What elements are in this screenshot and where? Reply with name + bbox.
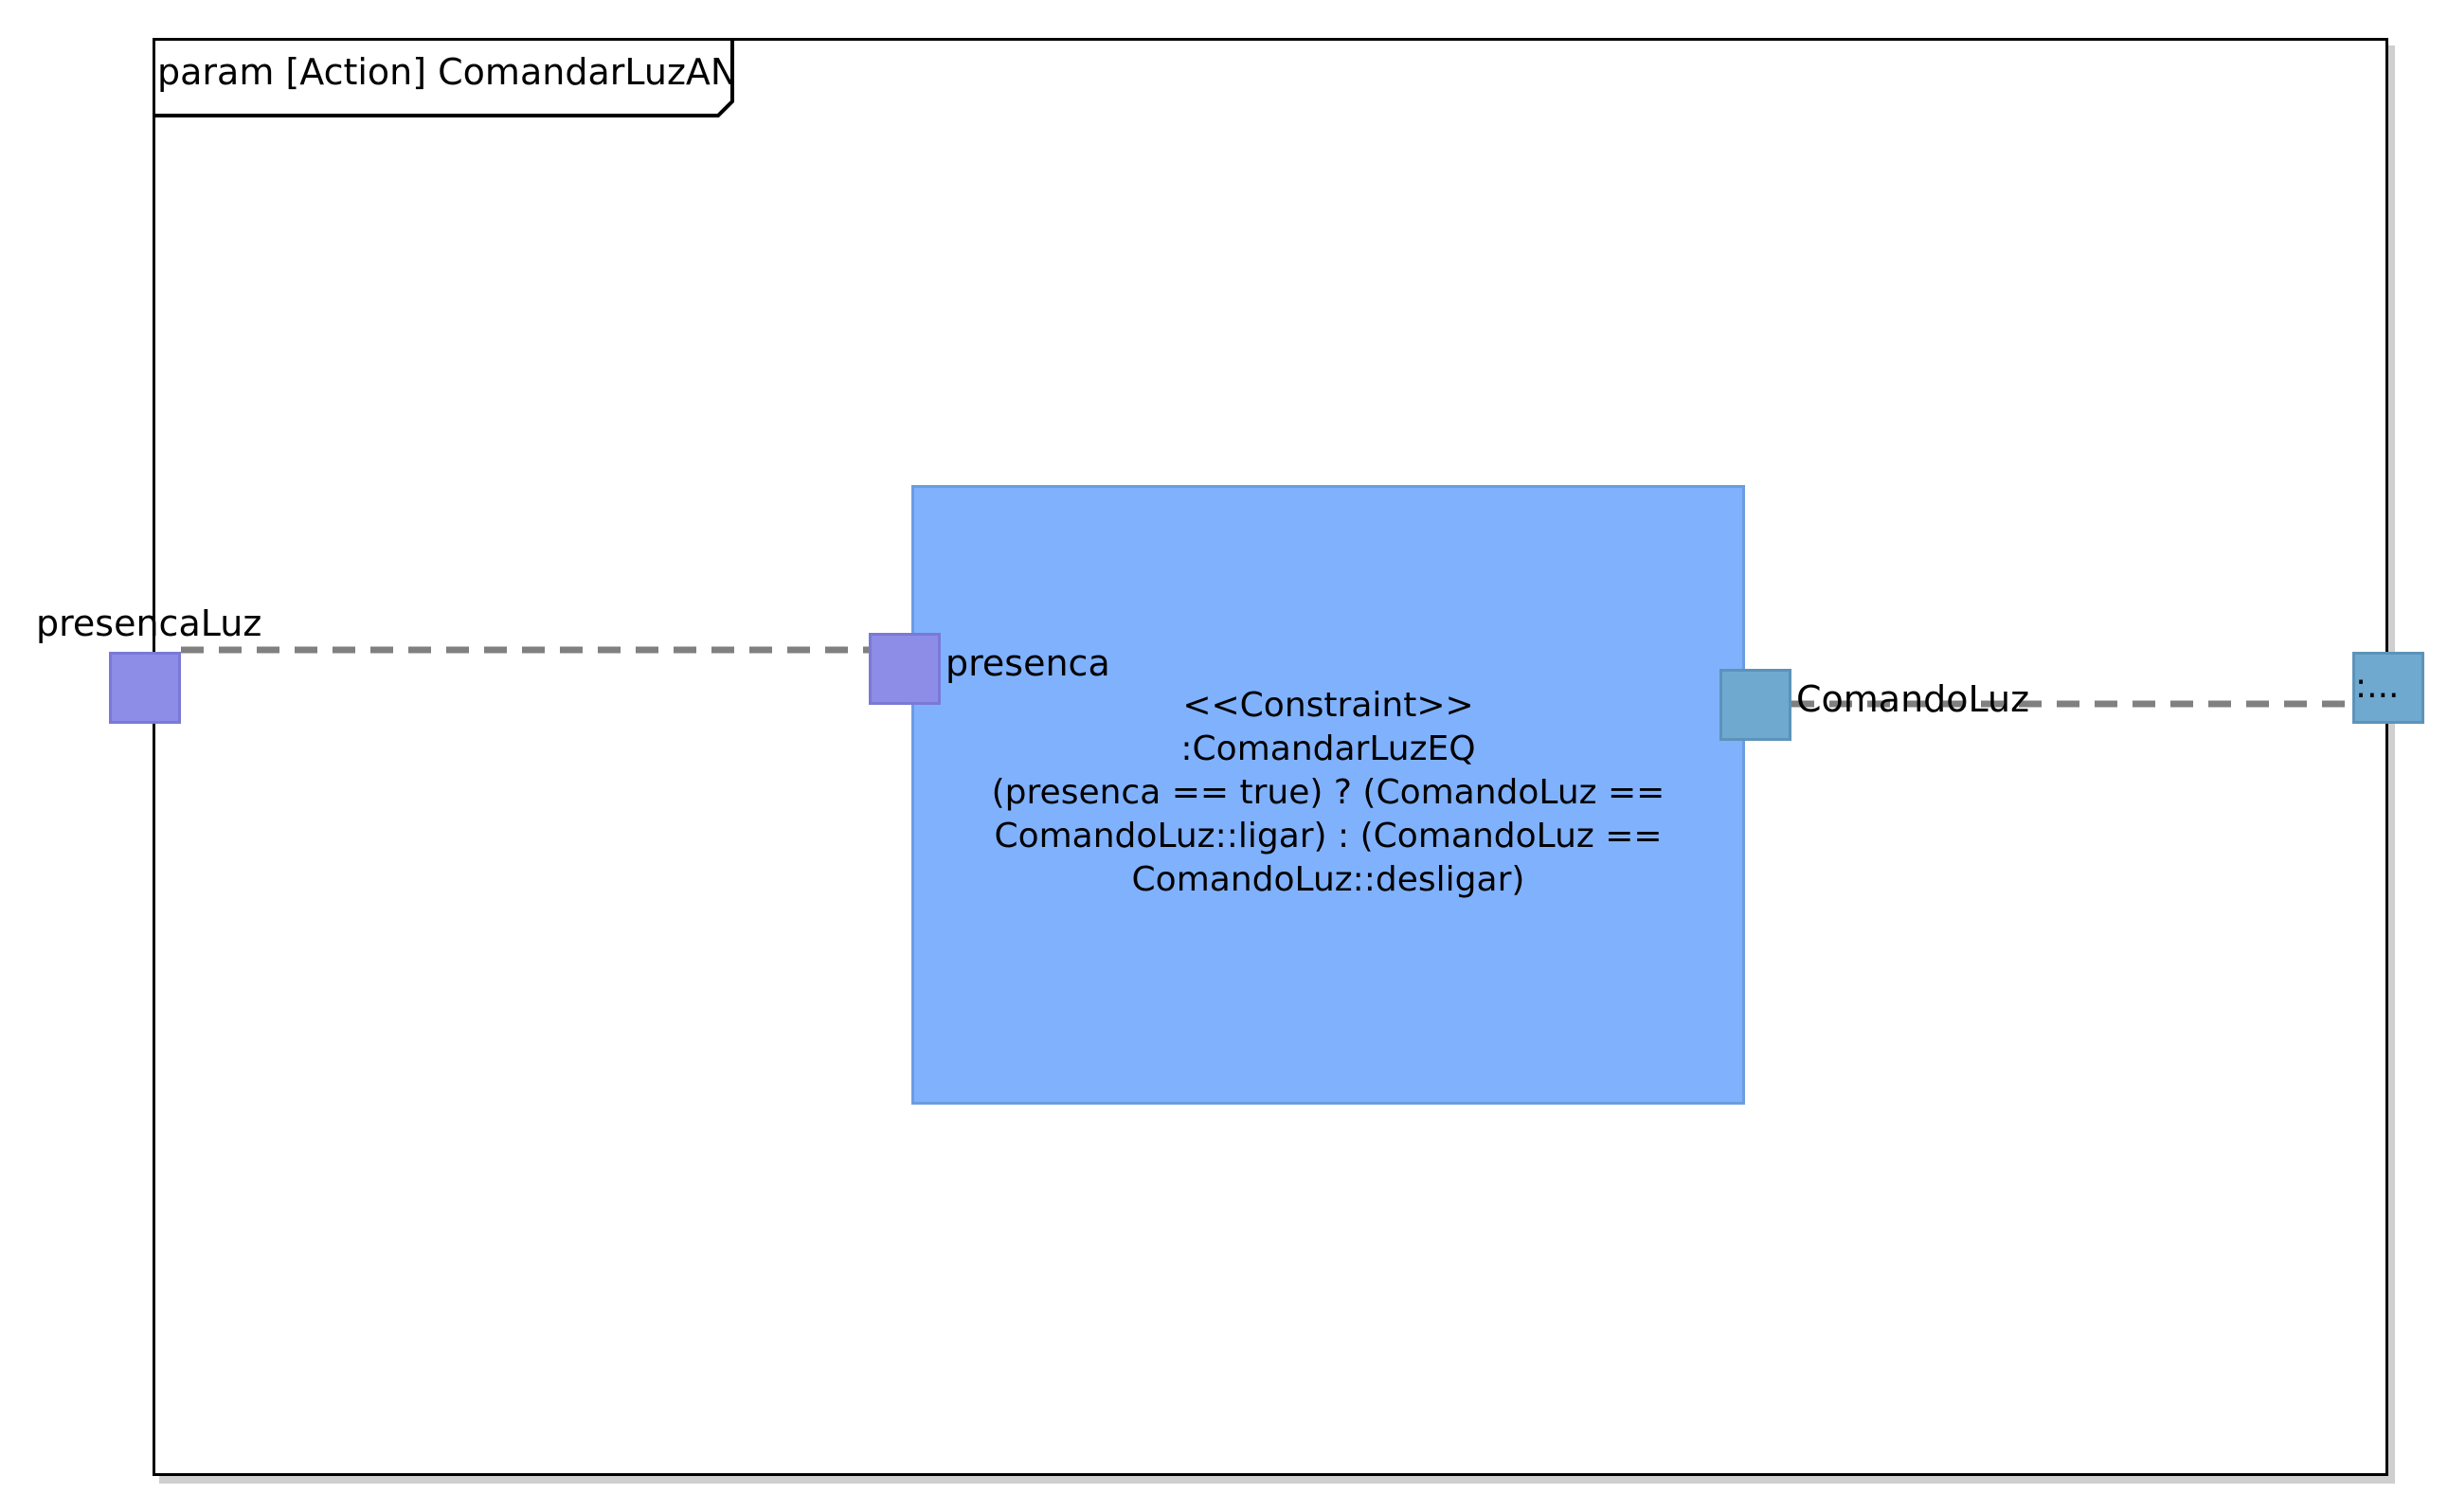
- constraint-text: <<Constraint>> :ComandarLuzEQ (presenca …: [911, 684, 1745, 902]
- constraint-expression-line: ComandoLuz::desligar): [1131, 860, 1525, 899]
- port-label-presenca: presenca: [945, 642, 1110, 684]
- parameter-port-output[interactable]: [2352, 652, 2424, 724]
- frame-label-tab: [153, 38, 734, 117]
- constraint-parameter-comandoluz[interactable]: [1719, 669, 1791, 741]
- constraint-name: :ComandarLuzEQ: [1180, 729, 1476, 768]
- constraint-property-block[interactable]: [911, 485, 1745, 1105]
- port-label-comandoluz: ComandoLuz: [1796, 678, 2030, 720]
- constraint-expression-line: ComandoLuz::ligar) : (ComandoLuz ==: [994, 817, 1663, 855]
- constraint-expression-line: (presenca == true) ? (ComandoLuz ==: [991, 773, 1665, 812]
- constraint-parameter-presenca[interactable]: [869, 633, 941, 705]
- port-label-presencaluz: presencaLuz: [36, 603, 262, 644]
- constraint-stereotype: <<Constraint>>: [1182, 686, 1474, 725]
- parameter-port-presencaluz[interactable]: [109, 652, 181, 724]
- port-label-output: :...: [2355, 667, 2400, 706]
- frame-title: param [Action] ComandarLuzAN: [157, 51, 738, 93]
